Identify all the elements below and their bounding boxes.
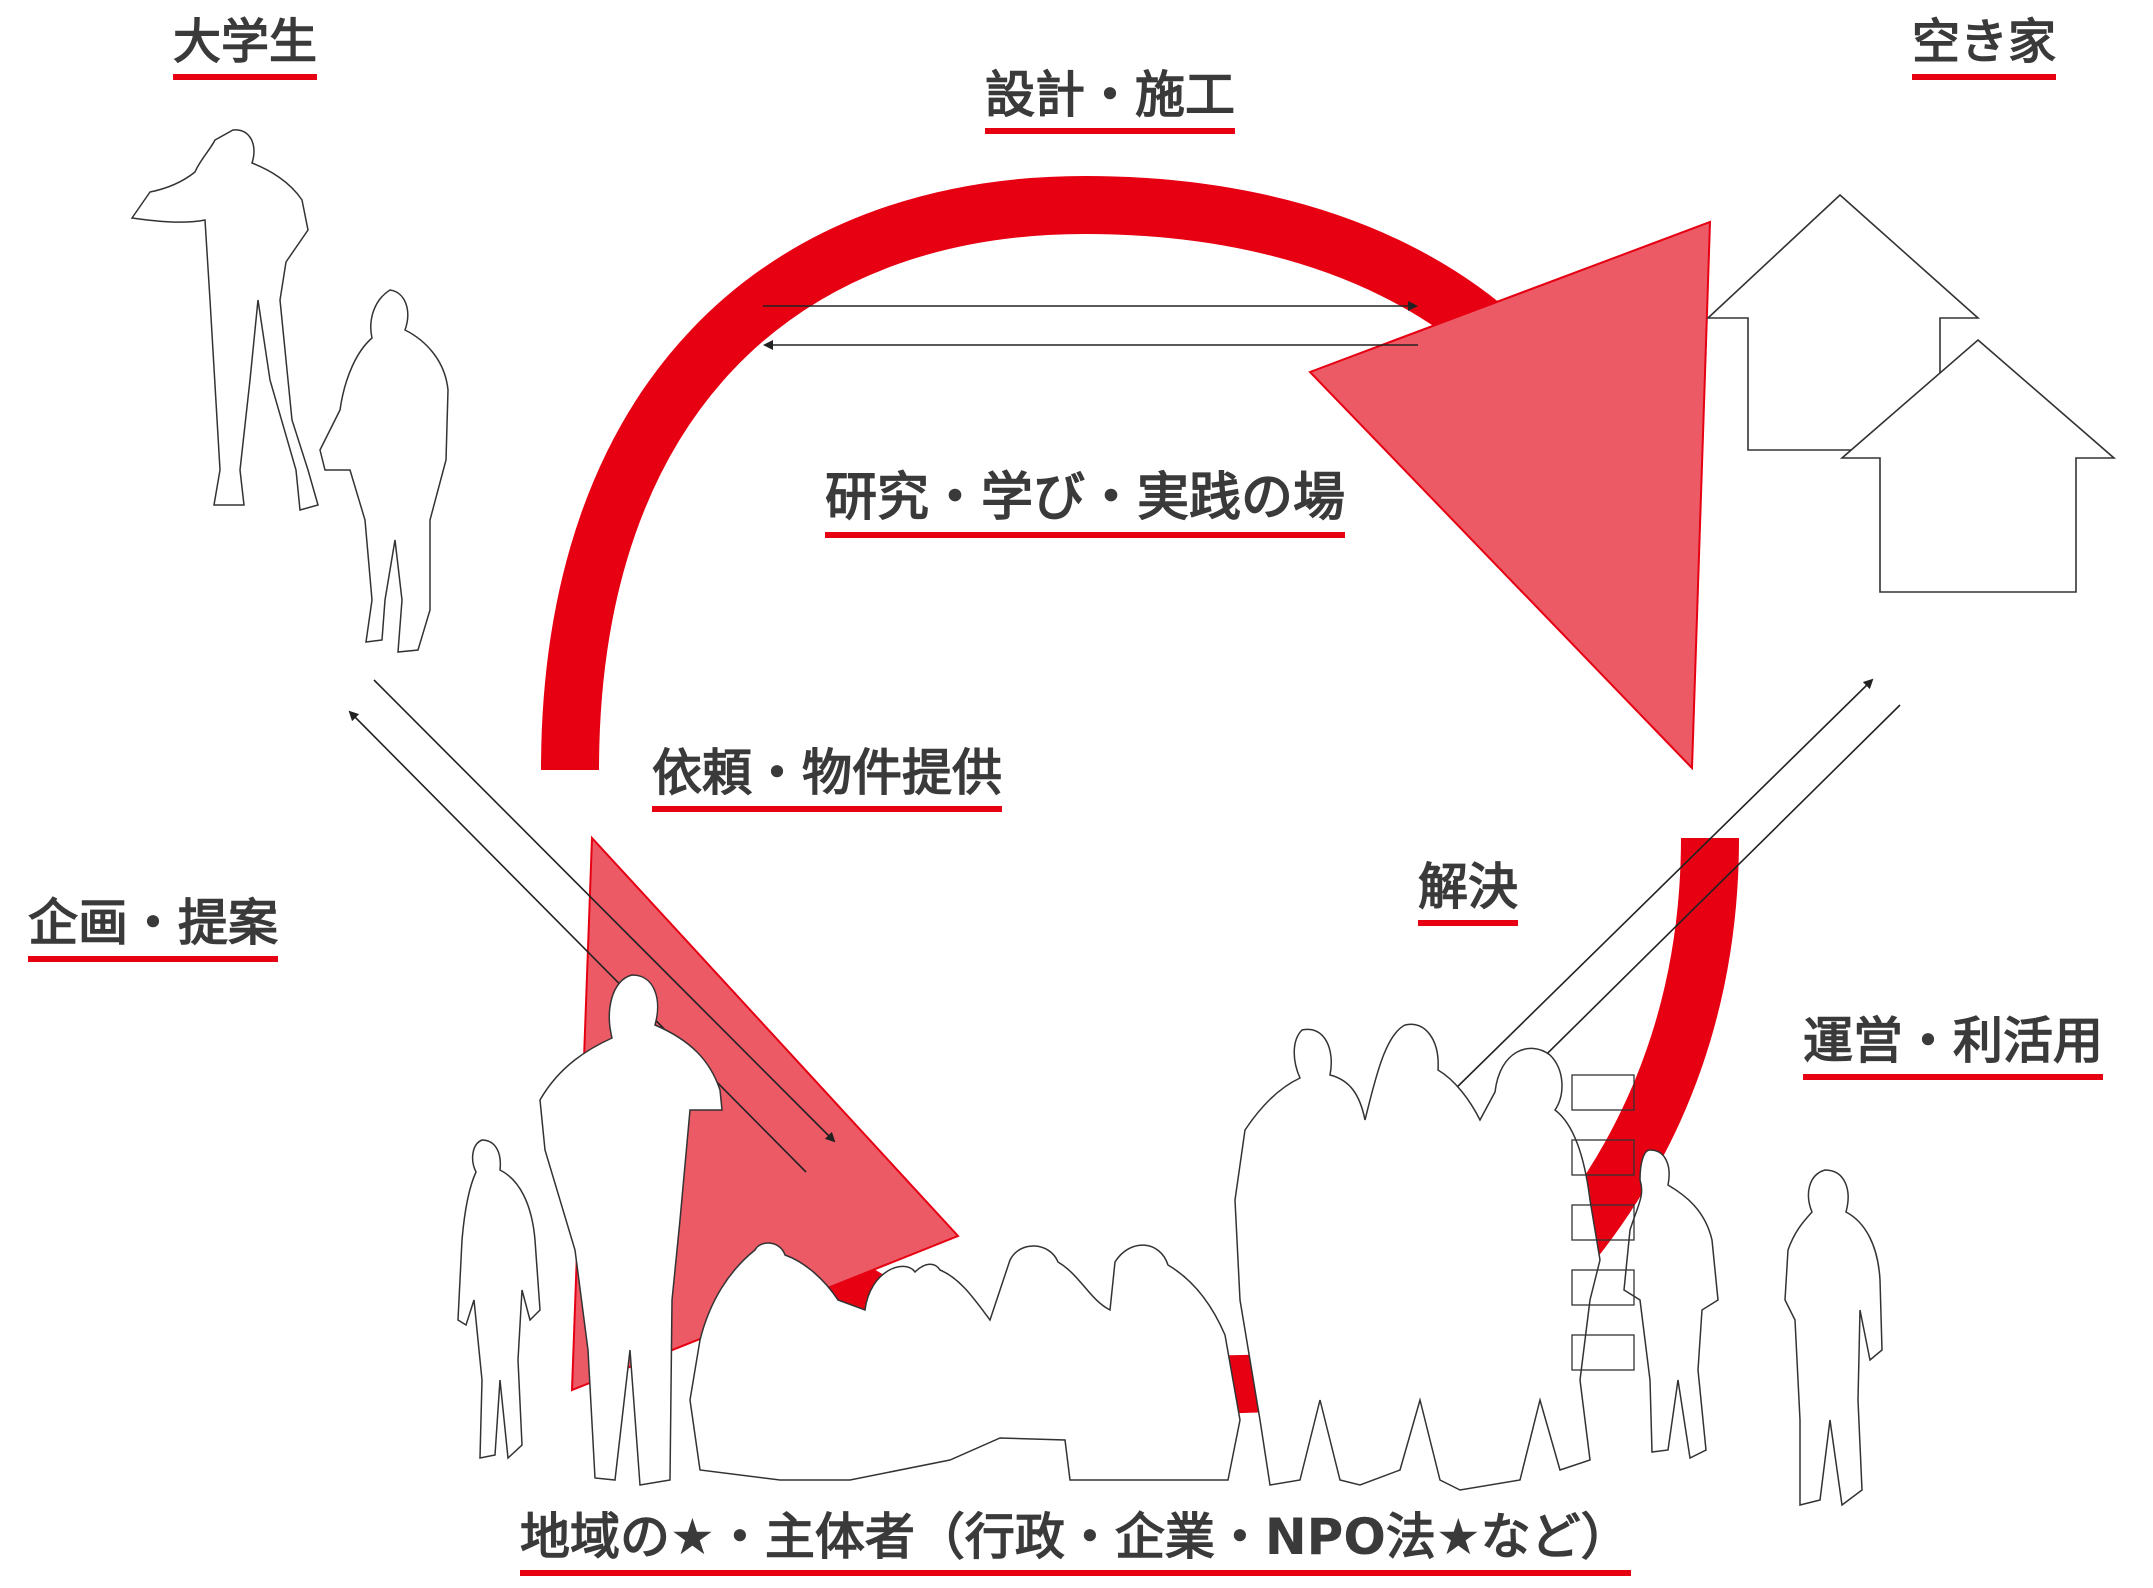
label-request-property: 依頼・物件提供 (652, 748, 1002, 812)
student-silhouette-standing (130, 129, 319, 511)
shelf-outline (1571, 1074, 1635, 1371)
label-research-place: 研究・学び・実践の場 (825, 472, 1346, 538)
house-icon-back (1705, 193, 1981, 451)
label-planning-proposal: 企画・提案 (28, 898, 278, 962)
community-silhouette-child-left (457, 1139, 541, 1460)
arrow-line-operation-down (1477, 704, 1901, 1123)
house-icon-front (1839, 338, 2117, 593)
label-solution: 解決 (1418, 862, 1518, 926)
community-silhouette-crouching-group (689, 1242, 1241, 1481)
label-operation-use: 運営・利活用 (1803, 1016, 2103, 1080)
community-silhouette-standing-group (1234, 1023, 1601, 1491)
label-design-construction: 設計・施工 (985, 70, 1235, 134)
arrow-line-planning-down (373, 679, 836, 1143)
arrow-line-operation-up (1447, 678, 1874, 1097)
cycle-arc-top (541, 175, 1606, 771)
arrowhead-right (1308, 220, 1712, 771)
community-silhouette-man-tall (539, 974, 723, 1486)
arrow-line-planning-up (348, 710, 807, 1173)
label-students: 大学生 (173, 18, 318, 80)
label-vacant-house: 空き家 (1912, 18, 2057, 80)
label-community: 地域の★・主体者（行政・企業・NPO法★など） (520, 1512, 1631, 1576)
community-silhouette-child-right (1784, 1169, 1883, 1507)
community-silhouette-kid-right (1623, 1149, 1719, 1460)
student-silhouette-walking (319, 289, 449, 653)
